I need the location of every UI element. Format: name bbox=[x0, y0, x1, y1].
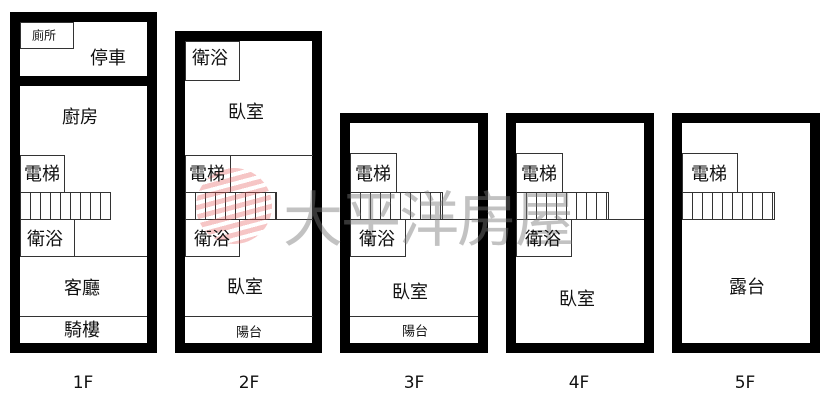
floor-1f-toilet-label: 廁所 bbox=[31, 28, 57, 43]
floor-3f-stairs bbox=[350, 192, 443, 220]
floor-1f-divider bbox=[20, 256, 147, 257]
floor-4f-bedroom-label: 臥室 bbox=[559, 289, 595, 310]
floor-5f-caption: 5F bbox=[734, 373, 756, 393]
floor-1f-parking-label: 停車 bbox=[90, 48, 126, 69]
floor-5f-elevator-label: 電梯 bbox=[691, 164, 727, 185]
floor-3f-bath-label: 衛浴 bbox=[359, 229, 395, 250]
floor-4f-bath bbox=[516, 219, 572, 257]
floor-3f-divider bbox=[350, 219, 478, 220]
floor-4f-bath-label: 衛浴 bbox=[525, 229, 561, 250]
floor-1f-stairs bbox=[20, 192, 111, 220]
floor-1f-bath-label: 衛浴 bbox=[27, 229, 63, 250]
floor-2f-elevator-label: 電梯 bbox=[189, 164, 225, 185]
floor-1f-kitchen-label: 廚房 bbox=[62, 107, 98, 128]
floor-3f-caption: 3F bbox=[403, 373, 425, 393]
floor-3f-bath bbox=[350, 219, 406, 257]
floor-3f-outline bbox=[340, 113, 488, 353]
floor-1f-toilet-room bbox=[20, 22, 74, 49]
floor-1f-caption: 1F bbox=[72, 373, 94, 393]
floor-1f-arcade-label: 騎樓 bbox=[64, 320, 100, 341]
floor-2f-bath-label: 衛浴 bbox=[194, 229, 230, 250]
floor-5f-stairs bbox=[682, 192, 775, 220]
floor-3f-balcony-label: 陽台 bbox=[401, 324, 429, 340]
floor-4f-stairs bbox=[516, 192, 609, 220]
floor-2f-bath-top bbox=[185, 41, 240, 81]
floor-1f-elevator-label: 電梯 bbox=[24, 164, 60, 185]
floor-1f-divider bbox=[20, 316, 147, 317]
floor-2f-bath-top-label: 衛浴 bbox=[192, 48, 228, 69]
floor-3f-elevator-label: 電梯 bbox=[355, 164, 391, 185]
floor-3f-divider bbox=[350, 316, 478, 317]
floor-4f-caption: 4F bbox=[568, 373, 590, 393]
floor-5f-terrace-label: 露台 bbox=[729, 277, 765, 298]
floor-2f-divider bbox=[185, 316, 313, 317]
floor-2f-divider bbox=[185, 219, 313, 220]
floor-5f-outline bbox=[672, 113, 820, 353]
floor-2f-divider bbox=[185, 155, 313, 156]
floor-2f-caption: 2F bbox=[238, 373, 260, 393]
floor-2f-bath bbox=[185, 219, 240, 257]
floor-3f-bedroom-label: 臥室 bbox=[392, 282, 428, 303]
floor-2f-bedroom-top-label: 臥室 bbox=[228, 102, 264, 123]
floor-1f-living-label: 客廳 bbox=[64, 278, 100, 299]
floor-2f-stairs bbox=[185, 192, 277, 220]
floor-2f-bedroom-label: 臥室 bbox=[227, 277, 263, 298]
floor-4f-elevator-label: 電梯 bbox=[521, 164, 557, 185]
floor-4f-divider bbox=[516, 219, 644, 220]
floor-2f-balcony-label: 陽台 bbox=[235, 325, 263, 341]
